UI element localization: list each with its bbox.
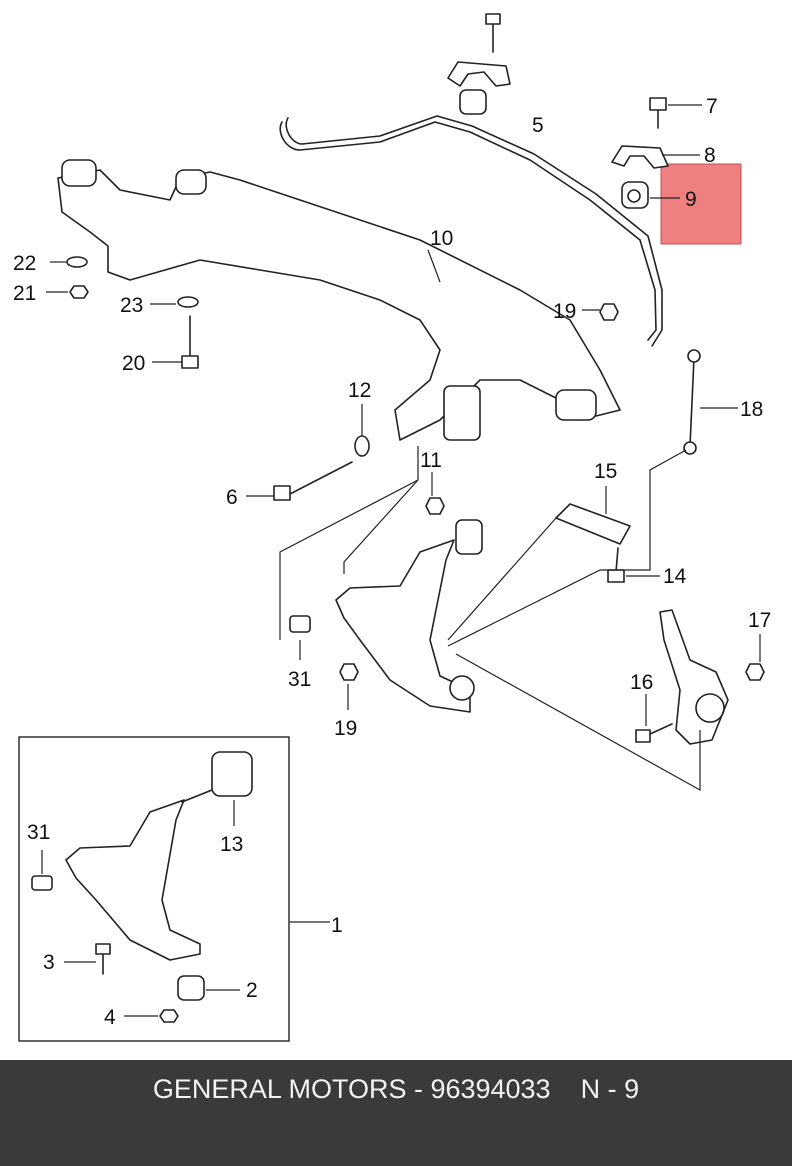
callout-31-inset: 31 — [27, 821, 50, 844]
nut-17 — [745, 634, 765, 681]
inset-control-arm — [31, 751, 330, 1023]
callout-7: 7 — [706, 95, 718, 118]
bolt-7 — [649, 97, 702, 129]
callout-10: 10 — [430, 227, 453, 250]
footer-part-number: GENERAL MOTORS - 96394033 N - 9 — [152, 1074, 640, 1104]
nut-19-upper — [582, 303, 619, 321]
callout-6: 6 — [226, 486, 238, 509]
callout-1: 1 — [331, 914, 343, 937]
callout-2: 2 — [246, 979, 258, 1002]
callout-13: 13 — [220, 833, 243, 856]
callout-9: 9 — [685, 188, 697, 211]
stabilizer-bar — [279, 115, 663, 347]
nut-11 — [425, 472, 445, 515]
bolt-20 — [152, 315, 199, 369]
callout-14: 14 — [663, 565, 687, 588]
callout-20: 20 — [122, 352, 145, 375]
front-crossmember — [57, 159, 621, 441]
highlight-box-part-9[interactable] — [660, 163, 742, 245]
lower-control-arm — [335, 519, 483, 713]
inset-box — [18, 736, 290, 1042]
bolt-16 — [635, 694, 673, 743]
parts-diagram: 1 2 3 4 5 6 7 8 9 10 11 12 13 14 15 16 1… — [13, 13, 771, 1042]
callout-23: 23 — [120, 294, 143, 317]
callout-16: 16 — [630, 671, 653, 694]
washer-12 — [354, 404, 370, 457]
steering-knuckle — [659, 609, 729, 745]
stabilizer-clamp-top — [447, 13, 511, 115]
callout-4: 4 — [104, 1006, 116, 1029]
clamp-8 — [611, 145, 700, 169]
callout-12: 12 — [348, 379, 371, 402]
callout-18: 18 — [740, 398, 763, 421]
nut-21 — [46, 285, 89, 299]
callout-15: 15 — [594, 460, 617, 483]
bushing-9 — [621, 181, 680, 209]
assembly-lines — [279, 446, 701, 792]
stabilizer-link-18 — [683, 349, 738, 455]
washer-23 — [150, 296, 199, 308]
nut-19-lower — [339, 663, 359, 710]
footer-bar — [0, 1060, 792, 1166]
callout-31-main: 31 — [288, 668, 311, 691]
washer-22 — [50, 256, 88, 268]
callout-21: 21 — [13, 282, 36, 305]
callout-8: 8 — [704, 144, 716, 167]
callout-17: 17 — [748, 609, 771, 632]
bracket-15 — [555, 486, 631, 545]
callout-11: 11 — [420, 449, 442, 472]
callout-19-upper: 19 — [553, 300, 576, 323]
callout-5: 5 — [532, 114, 544, 137]
bolt-14 — [607, 547, 660, 583]
callout-19-lower: 19 — [334, 717, 357, 740]
callout-3: 3 — [43, 951, 55, 974]
bushing-31-main — [289, 615, 311, 660]
bolt-6 — [246, 461, 353, 501]
callout-22: 22 — [13, 252, 36, 275]
